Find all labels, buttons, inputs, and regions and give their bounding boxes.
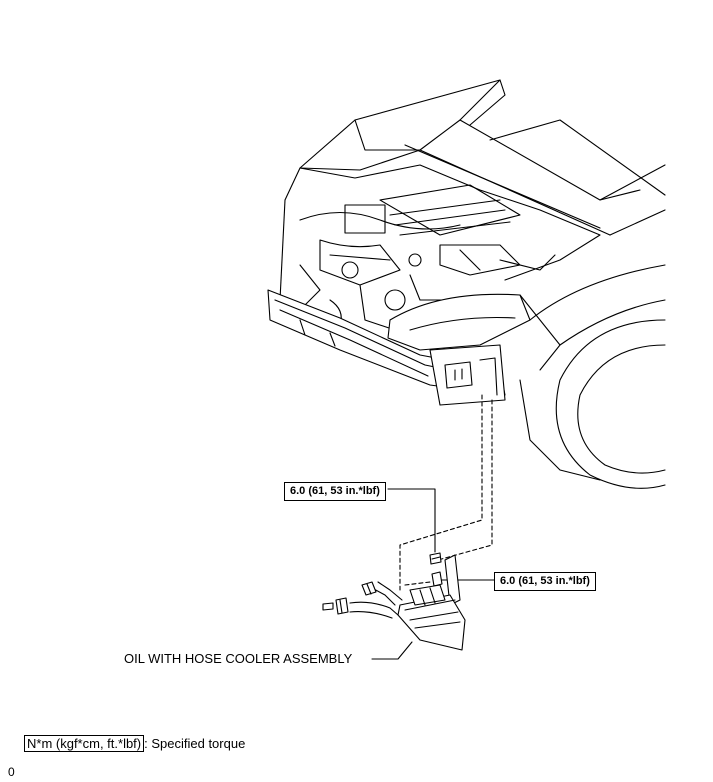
- hose-clamp-icon: [361, 581, 377, 596]
- bolt-icon: [429, 552, 442, 565]
- legend-description: : Specified torque: [144, 736, 246, 751]
- torque-callout-top: 6.0 (61, 53 in.*lbf): [284, 482, 386, 501]
- legend-symbol-box: N*m (kgf*cm, ft.*lbf): [24, 735, 145, 752]
- windshield-frame: [489, 119, 666, 236]
- torque-legend: N*m (kgf*cm, ft.*lbf): Specified torque: [24, 735, 246, 752]
- part-label-oil-cooler: OIL WITH HOSE COOLER ASSEMBLY: [124, 651, 353, 666]
- oil-cooler-assembly: [349, 554, 466, 651]
- hood: [299, 79, 666, 236]
- installation-dashed-lines: [399, 394, 493, 591]
- hose-clamp-icon: [335, 597, 349, 615]
- engine-compartment: [279, 164, 601, 331]
- hose-end-icon: [322, 602, 334, 611]
- mounting-bracket-area: [429, 344, 506, 406]
- torque-callout-right: 6.0 (61, 53 in.*lbf): [494, 572, 596, 591]
- page-mark: 0: [8, 765, 15, 779]
- front-tire: [555, 319, 666, 489]
- headlight: [387, 293, 561, 371]
- front-fender: [519, 264, 666, 481]
